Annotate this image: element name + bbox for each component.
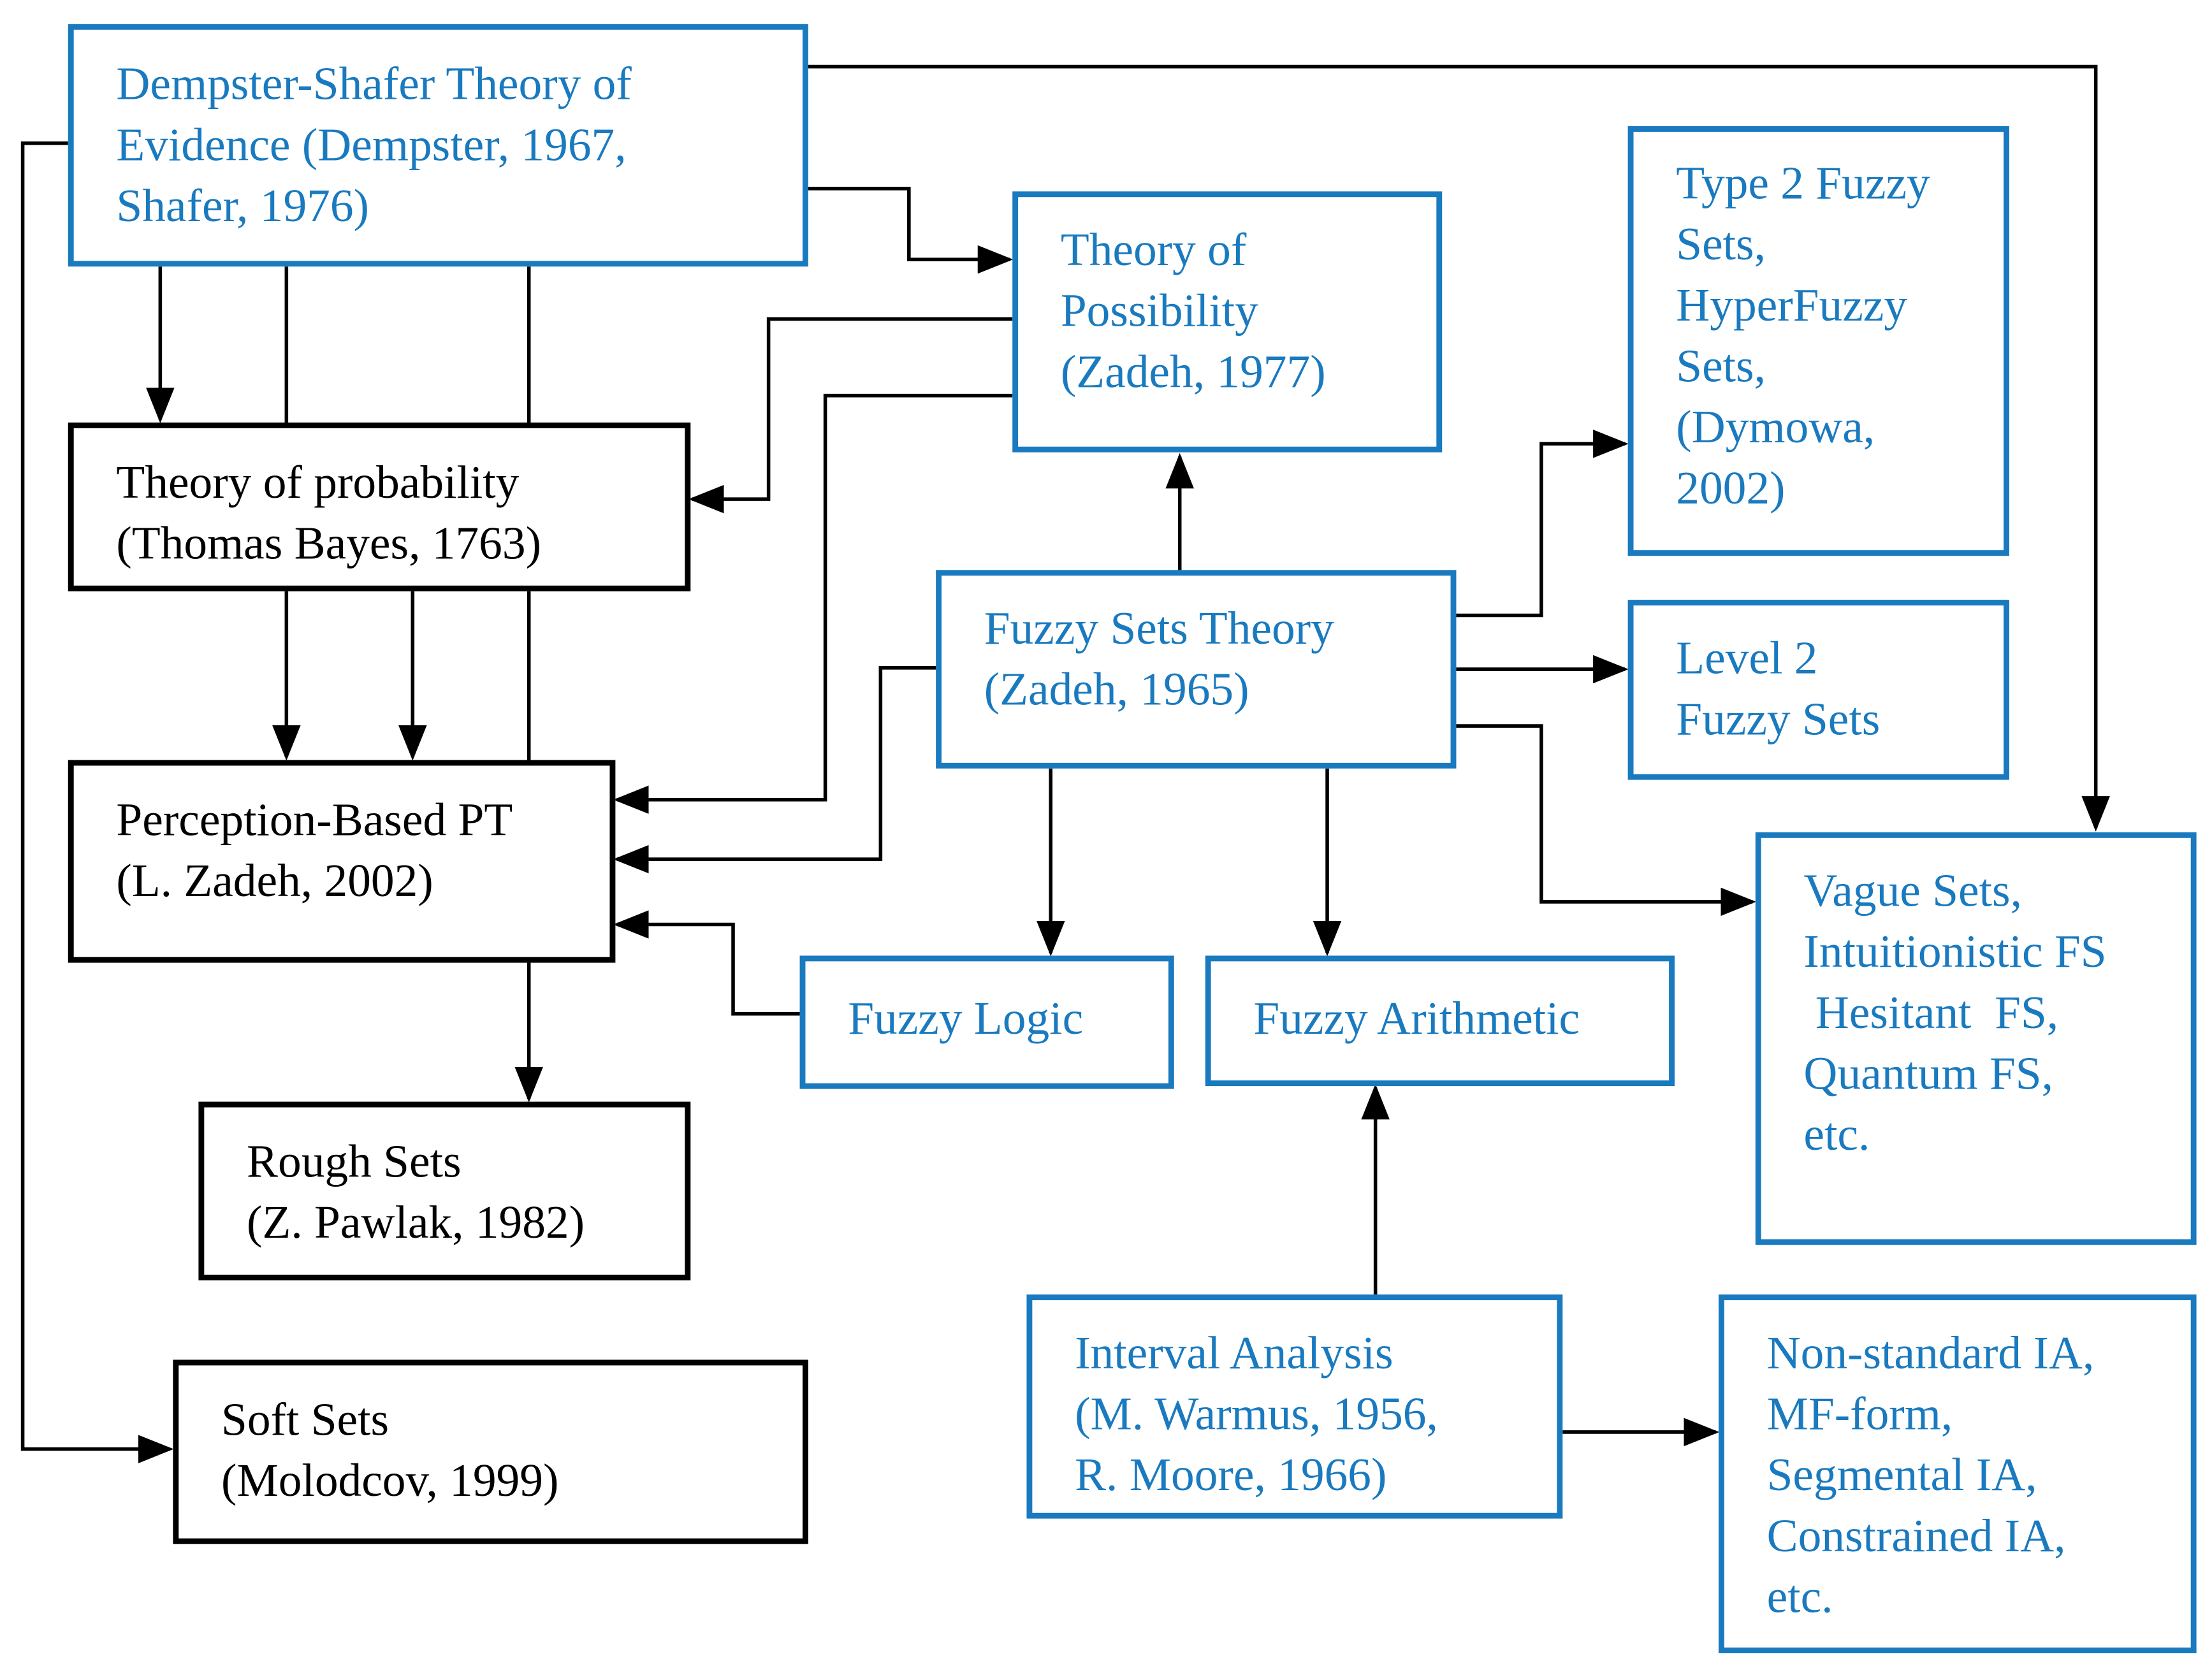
vague-sets-line-5: etc. bbox=[1803, 1110, 1870, 1162]
fuzzy-sets-theory-box: Fuzzy Sets Theory (Zadeh, 1965) bbox=[936, 570, 1457, 769]
edge-dempster-to-soft bbox=[20, 141, 174, 1463]
dempster-shafer-line-3: Shafer, 1976) bbox=[116, 181, 370, 233]
vague-sets-line-3: Hesitant FS, bbox=[1803, 988, 2059, 1039]
fuzzy-logic-line-1: Fuzzy Logic bbox=[848, 994, 1084, 1045]
perception-based-pt-box: Perception-Based PT (L. Zadeh, 2002) bbox=[68, 760, 616, 963]
edge-fuzzysets-to-vague bbox=[1453, 724, 1756, 916]
non-standard-ia-line-5: etc. bbox=[1766, 1572, 1833, 1624]
dempster-shafer-line-2: Evidence (Dempster, 1967, bbox=[116, 120, 627, 172]
perception-based-pt-line-2: (L. Zadeh, 2002) bbox=[116, 856, 433, 908]
type2-line-1: Type 2 Fuzzy bbox=[1676, 159, 1930, 210]
vague-sets-line-1: Vague Sets, bbox=[1803, 866, 2022, 918]
non-standard-ia-line-3: Segmental IA, bbox=[1766, 1450, 2037, 1502]
edge-possibility-to-perception bbox=[613, 393, 1015, 814]
probability-line-1: Theory of probability bbox=[116, 458, 520, 509]
level2-box: Level 2 Fuzzy Sets bbox=[1627, 600, 2009, 780]
edge-dempster-to-possibility bbox=[805, 187, 1014, 274]
edge-dempster-to-vague bbox=[805, 64, 2110, 832]
type2-box: Type 2 Fuzzy Sets, HyperFuzzy Sets, (Dym… bbox=[1627, 126, 2009, 556]
non-standard-ia-box: Non-standard IA, MF-form, Segmental IA, … bbox=[1718, 1294, 2197, 1654]
possibility-line-2: Possibility bbox=[1060, 286, 1258, 338]
vague-sets-box: Vague Sets, Intuitionistic FS Hesitant F… bbox=[1755, 832, 2197, 1245]
perception-based-pt-line-1: Perception-Based PT bbox=[116, 795, 513, 847]
interval-analysis-box: Interval Analysis (M. Warmus, 1956, R. M… bbox=[1026, 1294, 1563, 1519]
probability-line-2: (Thomas Bayes, 1763) bbox=[116, 519, 542, 570]
dempster-shafer-box: Dempster-Shafer Theory of Evidence (Demp… bbox=[68, 24, 808, 267]
probability-box: Theory of probability (Thomas Bayes, 176… bbox=[68, 422, 691, 591]
dempster-shafer-line-1: Dempster-Shafer Theory of bbox=[116, 59, 632, 111]
edge-fuzzysets-to-type2 bbox=[1453, 430, 1629, 618]
rough-sets-box: Rough Sets (Z. Pawlak, 1982) bbox=[198, 1101, 691, 1280]
type2-line-6: 2002) bbox=[1676, 463, 1786, 515]
interval-analysis-line-2: (M. Warmus, 1956, bbox=[1075, 1389, 1438, 1441]
type2-line-5: (Dymowa, bbox=[1676, 402, 1875, 454]
possibility-box: Theory of Possibility (Zadeh, 1977) bbox=[1012, 191, 1443, 453]
vague-sets-line-2: Intuitionistic FS bbox=[1803, 927, 2107, 979]
type2-line-4: Sets, bbox=[1676, 342, 1766, 393]
fuzzy-sets-theory-line-1: Fuzzy Sets Theory bbox=[984, 604, 1334, 655]
edge-fuzzysets-to-perception bbox=[613, 666, 939, 874]
non-standard-ia-line-4: Constrained IA, bbox=[1766, 1511, 2066, 1563]
interval-analysis-line-1: Interval Analysis bbox=[1075, 1328, 1393, 1380]
fuzzy-logic-box: Fuzzy Logic bbox=[799, 955, 1174, 1089]
fuzzy-arithmetic-line-1: Fuzzy Arithmetic bbox=[1253, 994, 1580, 1045]
soft-sets-line-2: (Molodcov, 1999) bbox=[221, 1456, 559, 1507]
type2-line-2: Sets, bbox=[1676, 219, 1766, 271]
non-standard-ia-line-1: Non-standard IA, bbox=[1766, 1328, 2095, 1380]
vague-sets-line-4: Quantum FS, bbox=[1803, 1049, 2054, 1101]
fuzzy-arithmetic-box: Fuzzy Arithmetic bbox=[1205, 955, 1675, 1087]
fuzzy-sets-theory-line-2: (Zadeh, 1965) bbox=[984, 665, 1249, 716]
type2-line-3: HyperFuzzy bbox=[1676, 280, 1908, 332]
rough-sets-line-2: (Z. Pawlak, 1982) bbox=[247, 1198, 585, 1249]
level2-line-2: Fuzzy Sets bbox=[1676, 695, 1881, 746]
soft-sets-box: Soft Sets (Molodcov, 1999) bbox=[173, 1359, 808, 1544]
non-standard-ia-line-2: MF-form, bbox=[1766, 1389, 1953, 1441]
possibility-line-1: Theory of bbox=[1060, 225, 1247, 277]
rough-sets-line-1: Rough Sets bbox=[247, 1137, 462, 1189]
edge-possibility-to-probability bbox=[688, 317, 1015, 514]
soft-sets-line-1: Soft Sets bbox=[221, 1395, 389, 1447]
level2-line-1: Level 2 bbox=[1676, 634, 1818, 685]
edge-fuzzylogic-to-perception bbox=[613, 910, 803, 1016]
possibility-line-3: (Zadeh, 1977) bbox=[1060, 347, 1326, 399]
interval-analysis-line-3: R. Moore, 1966) bbox=[1075, 1450, 1387, 1502]
